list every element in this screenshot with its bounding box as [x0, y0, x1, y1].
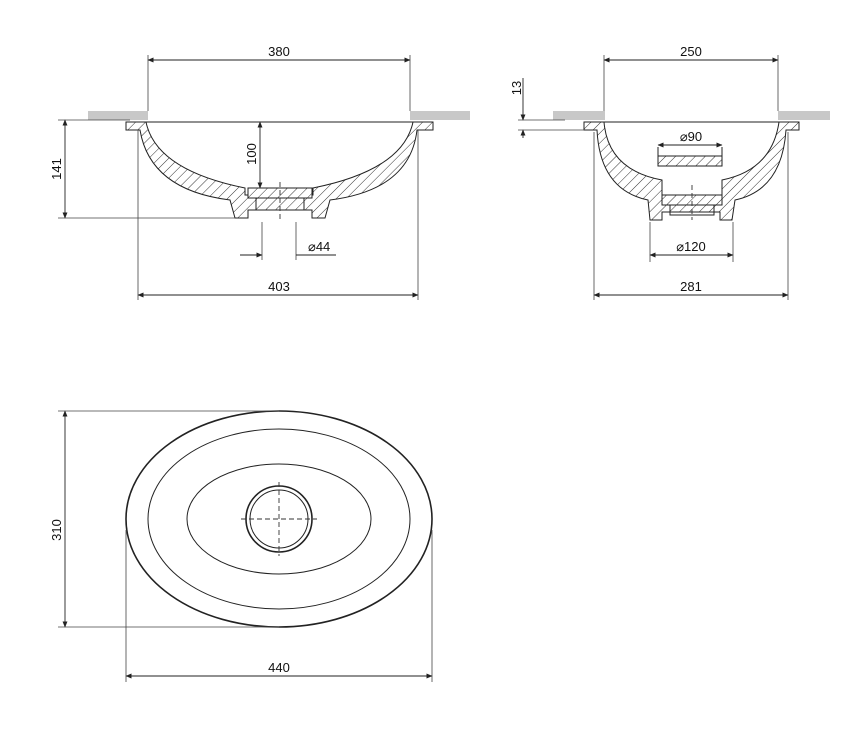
front-section-view: 380 141 100 ⌀44 403	[49, 44, 470, 300]
plan-view: 310 440	[49, 410, 433, 682]
dim-plan-width: 440	[268, 660, 290, 675]
basin-inner-rim	[147, 428, 411, 610]
dim-side-thickness: 13	[509, 81, 524, 95]
dim-plan-height: 310	[49, 519, 64, 541]
countertop-side-left	[553, 111, 605, 120]
basin-bowl-outline	[186, 463, 372, 575]
dim-side-overflow: ⌀90	[680, 129, 702, 144]
dim-front-depth: 100	[244, 143, 259, 165]
basin-wall-section	[125, 121, 434, 219]
dim-side-bottom-width: 281	[680, 279, 702, 294]
dim-front-bottom-width: 403	[268, 279, 290, 294]
overflow-box	[657, 155, 723, 167]
dim-front-height: 141	[49, 158, 64, 180]
countertop-right	[410, 111, 470, 120]
countertop-side-right	[778, 111, 830, 120]
dim-side-drain: ⌀120	[676, 239, 706, 254]
dim-front-top-width: 380	[268, 44, 290, 59]
side-basin-wall-section	[583, 121, 800, 221]
countertop-left	[88, 111, 148, 120]
dim-front-drain: ⌀44	[308, 239, 330, 254]
side-section-view: 250 13 ⌀90 ⌀120 281	[509, 44, 830, 300]
dim-side-top-width: 250	[680, 44, 702, 59]
